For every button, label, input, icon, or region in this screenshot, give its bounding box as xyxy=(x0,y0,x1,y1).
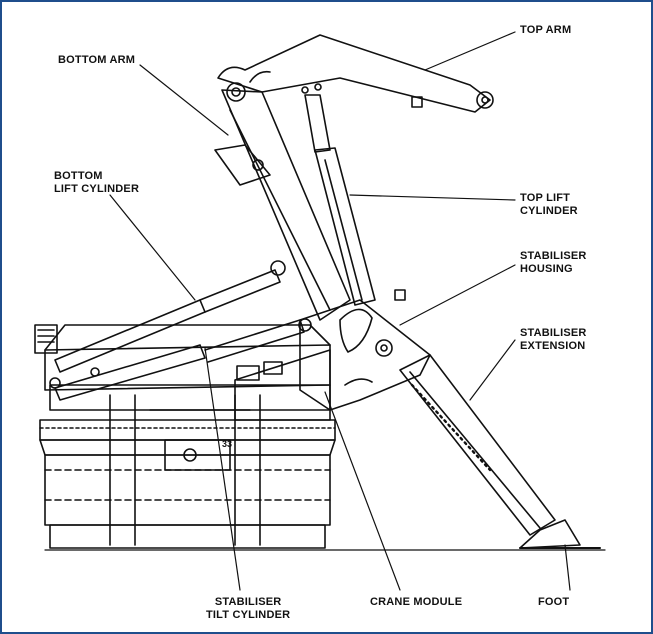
plate-number: 33 xyxy=(222,439,232,449)
label-foot: FOOT xyxy=(538,596,570,608)
stabiliser-extension xyxy=(399,354,556,536)
truck-body xyxy=(39,349,336,549)
top-lift-cylinder xyxy=(304,94,376,306)
label-stabiliser-housing: STABILISER HOUSING xyxy=(520,250,587,275)
leader-bottom-arm xyxy=(139,64,229,136)
bottom-lift-cylinder xyxy=(54,260,286,373)
label-crane-module: CRANE MODULE xyxy=(370,596,463,608)
label-stabiliser-tilt-cylinder: STABILISER TILT CYLINDER xyxy=(206,596,291,621)
top-arm xyxy=(217,34,494,113)
leader-bottom-lift-cylinder xyxy=(109,194,196,301)
foot xyxy=(519,519,601,549)
leader-lines xyxy=(109,31,571,591)
leader-foot xyxy=(564,544,571,591)
leader-stabiliser-housing xyxy=(399,264,516,326)
stabiliser-housing xyxy=(299,289,431,411)
label-bottom-arm: BOTTOM ARM xyxy=(58,54,136,66)
leader-stabiliser-tilt-cylinder xyxy=(204,347,241,591)
label-top-lift-cylinder: TOP LIFT CYLINDER xyxy=(520,192,578,217)
leader-top-lift-cylinder xyxy=(349,194,516,201)
label-top-arm: TOP ARM xyxy=(520,24,572,36)
label-stabiliser-extension: STABILISER EXTENSION xyxy=(520,327,587,352)
leader-top-arm xyxy=(424,31,516,71)
leader-crane-module xyxy=(324,391,401,591)
label-bottom-lift-cylinder: BOTTOM LIFT CYLINDER xyxy=(54,170,140,195)
leader-stabiliser-extension xyxy=(469,339,516,401)
bottom-arm xyxy=(214,82,351,321)
